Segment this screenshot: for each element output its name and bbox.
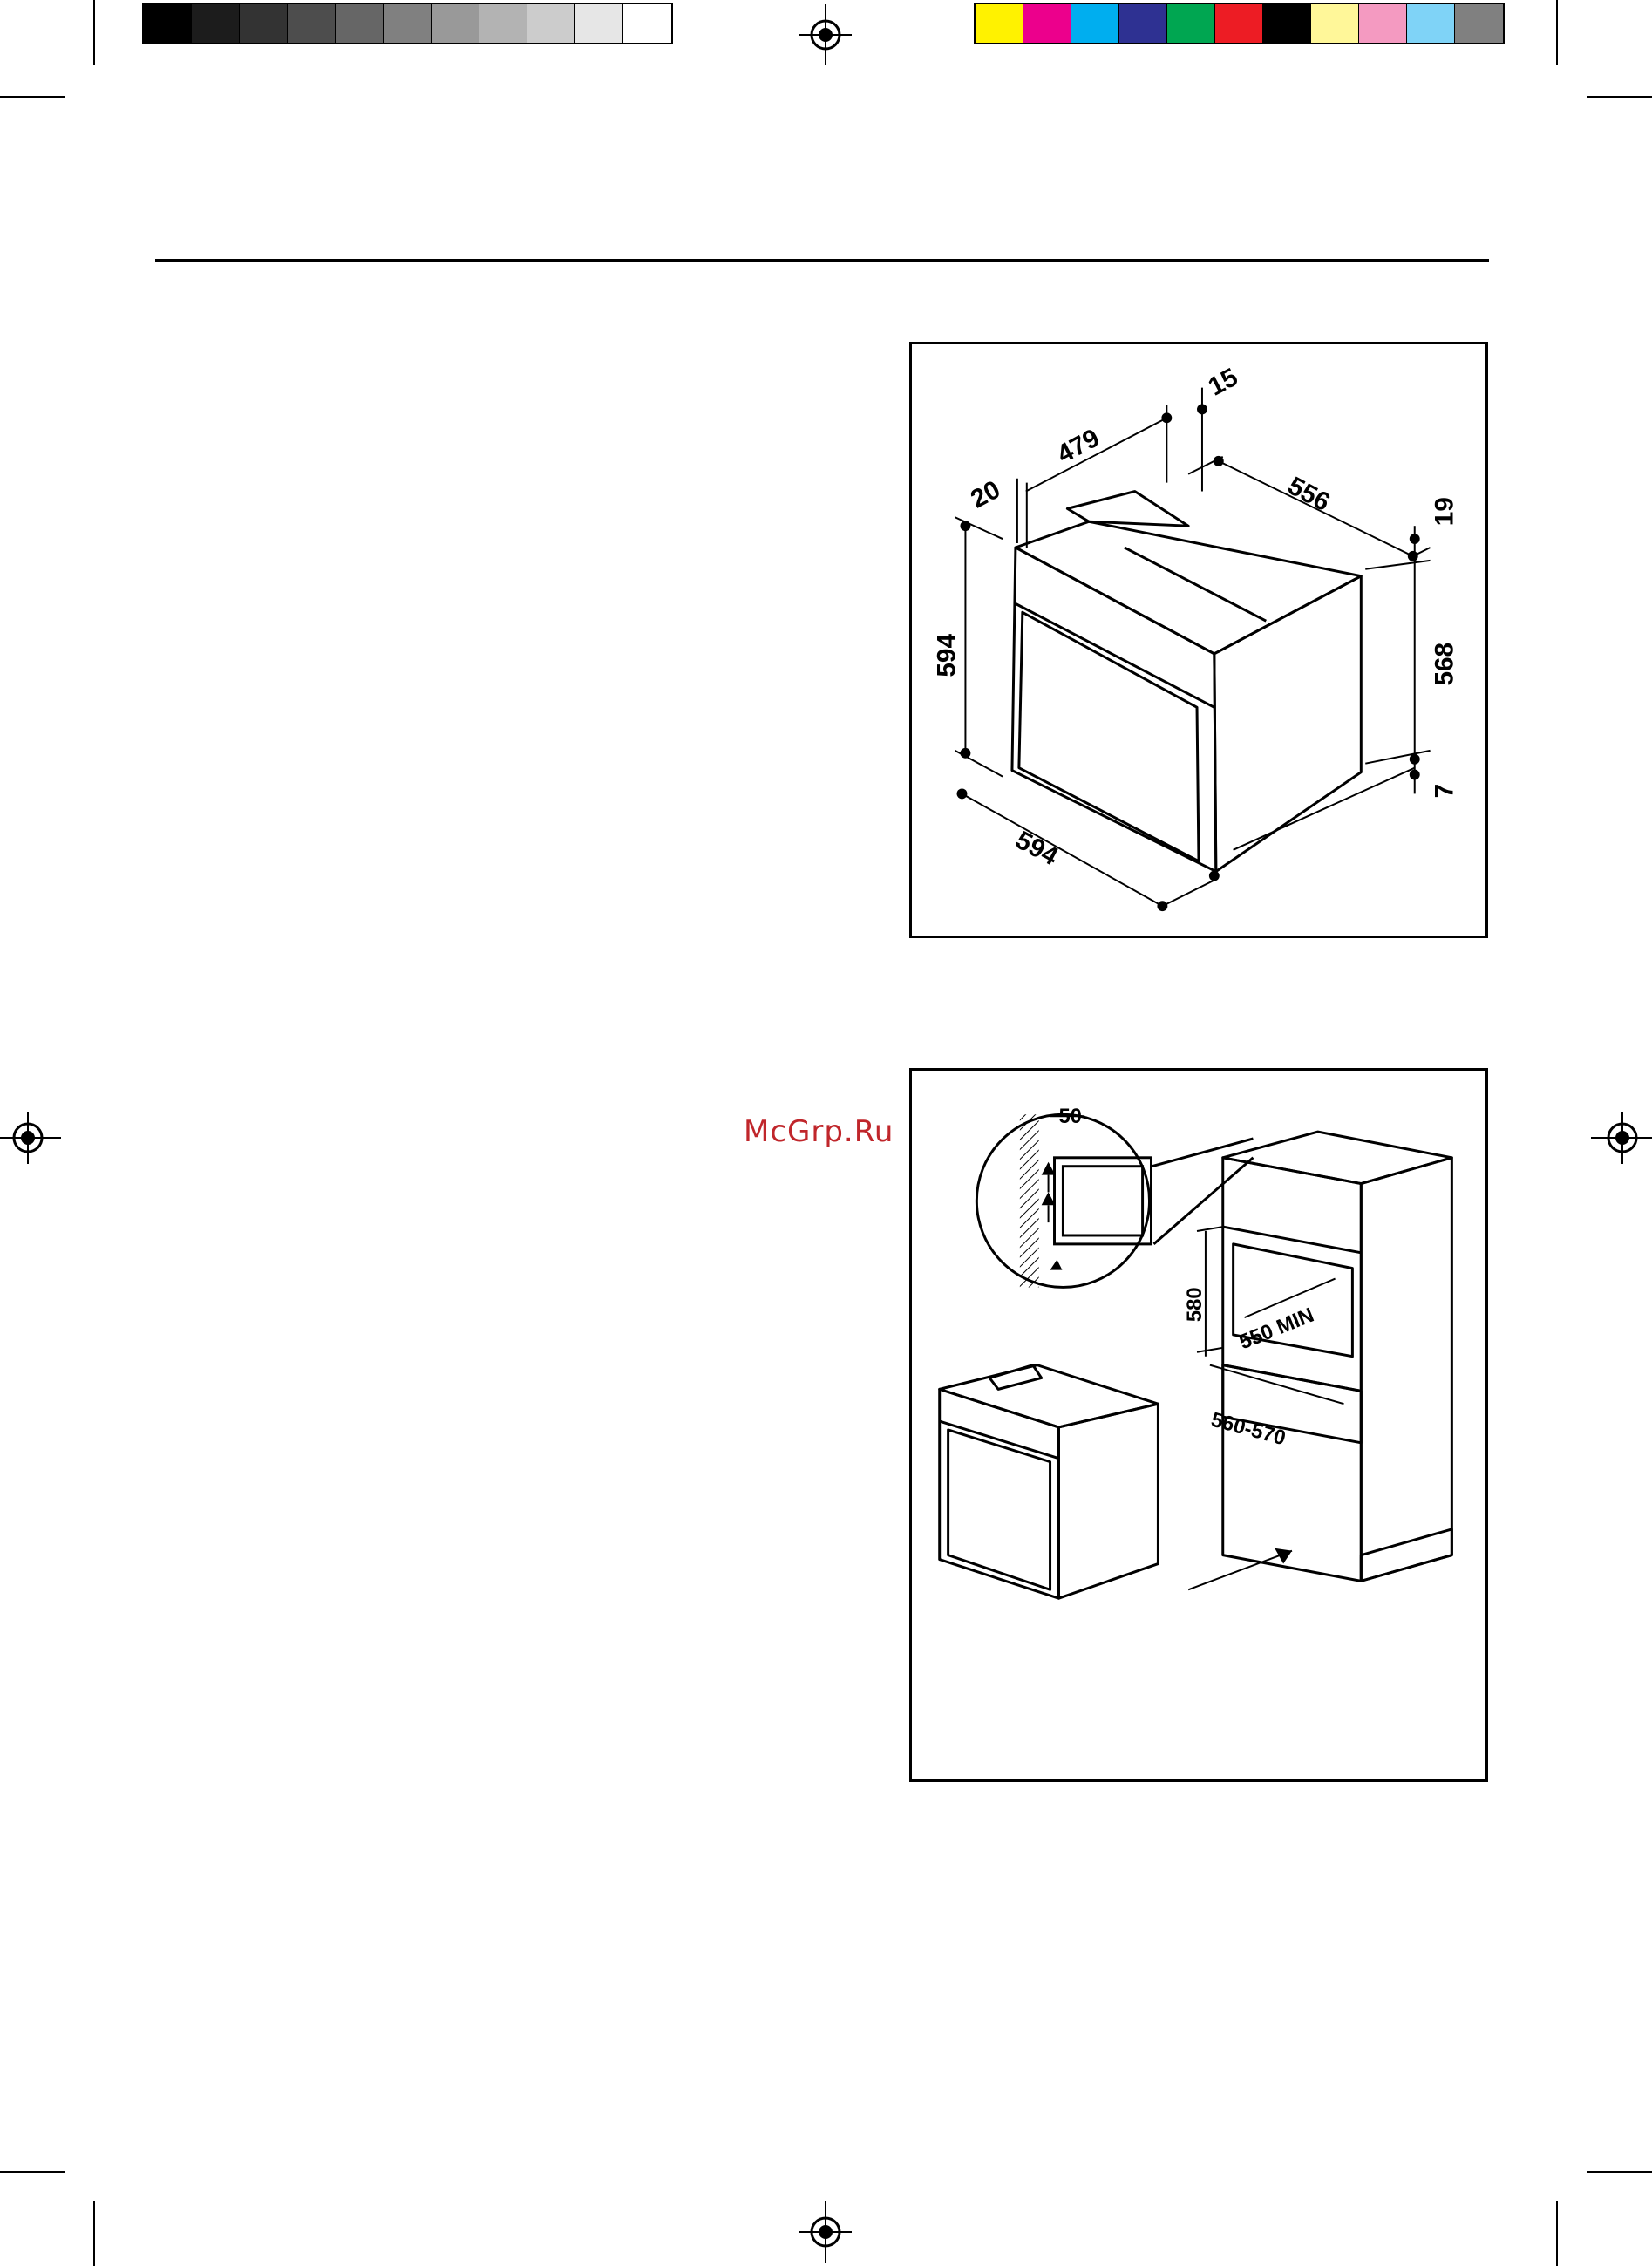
dim-niche-height: 580 xyxy=(1183,1287,1207,1322)
kitchen-cabinet xyxy=(1223,1132,1452,1581)
crop-mark xyxy=(1587,2171,1652,2173)
color-swatch xyxy=(1071,4,1119,43)
built-in-oven xyxy=(940,1365,1159,1599)
dim-side-depth: 556 xyxy=(1283,472,1335,517)
crop-mark xyxy=(0,96,65,98)
gray-swatch xyxy=(527,4,575,43)
header-rule xyxy=(155,259,1489,262)
dim-front-panel: 20 xyxy=(966,475,1005,514)
gray-swatch xyxy=(144,4,192,43)
color-swatch xyxy=(1311,4,1359,43)
grayscale-calibration-bar xyxy=(142,3,673,44)
dim-niche-width: 560-570 xyxy=(1208,1408,1288,1451)
crop-mark xyxy=(1587,96,1652,98)
color-swatch xyxy=(976,4,1023,43)
crop-mark xyxy=(93,0,95,65)
oven-top xyxy=(1016,521,1361,654)
gray-swatch xyxy=(240,4,288,43)
color-swatch xyxy=(1023,4,1071,43)
dim-vent-gap: 50 xyxy=(1058,1105,1081,1128)
crop-mark xyxy=(1556,0,1558,65)
oven-front-panel xyxy=(1012,548,1216,872)
gray-swatch xyxy=(575,4,623,43)
crop-mark xyxy=(93,2201,95,2266)
oven-side xyxy=(1214,576,1361,872)
gray-swatch xyxy=(192,4,240,43)
crop-mark xyxy=(1556,2201,1558,2266)
watermark-text: McGrp.Ru xyxy=(744,1114,894,1149)
color-swatch xyxy=(1167,4,1215,43)
registration-target-icon xyxy=(0,1112,61,1164)
dim-width: 594 xyxy=(1011,826,1064,872)
color-swatch xyxy=(1119,4,1167,43)
oven-dimensions-figure: 594 594 20 479 15 556 19 568 7 xyxy=(909,342,1488,938)
ventilation-detail xyxy=(976,1114,1253,1287)
gray-swatch xyxy=(384,4,432,43)
dim-top-depth: 479 xyxy=(1052,424,1104,469)
dim-height-side: 568 xyxy=(1430,643,1458,686)
gray-swatch xyxy=(479,4,527,43)
gray-swatch xyxy=(336,4,384,43)
dim-inset: 15 xyxy=(1204,363,1243,402)
registration-target-icon xyxy=(799,4,852,65)
gray-swatch xyxy=(432,4,479,43)
gray-swatch xyxy=(288,4,336,43)
installation-niche-figure: 50 580 550 MIN 560-570 xyxy=(909,1068,1488,1782)
dim-height-front: 594 xyxy=(933,634,962,677)
dim-top-offset: 19 xyxy=(1430,497,1458,526)
color-swatch xyxy=(1215,4,1263,43)
color-swatch xyxy=(1263,4,1311,43)
color-calibration-bar xyxy=(974,3,1505,44)
oven-door xyxy=(1019,612,1199,861)
dim-bottom-offset: 7 xyxy=(1430,784,1458,799)
installation-niche-drawing: 50 580 550 MIN 560-570 xyxy=(912,1071,1485,1779)
registration-target-icon xyxy=(1591,1112,1652,1164)
gray-swatch xyxy=(623,4,671,43)
oven-dimensions-drawing: 594 594 20 479 15 556 19 568 7 xyxy=(912,344,1485,936)
oven-rear-panel xyxy=(1067,492,1188,527)
registration-target-icon xyxy=(799,2201,852,2263)
color-swatch xyxy=(1455,4,1503,43)
color-swatch xyxy=(1407,4,1455,43)
crop-mark xyxy=(0,2171,65,2173)
color-swatch xyxy=(1359,4,1407,43)
